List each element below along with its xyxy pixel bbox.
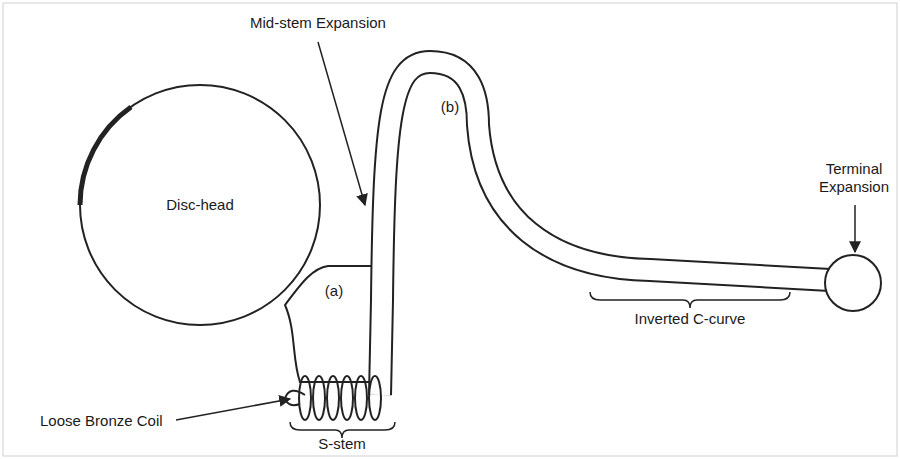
callout-label: Mid-stem Expansion (250, 14, 386, 32)
stem-outline (380, 62, 830, 395)
stem-body (380, 62, 830, 395)
coil-winding (355, 376, 367, 420)
brace (590, 292, 790, 308)
disc-dark-edge (80, 107, 131, 205)
coil-winding (327, 376, 339, 420)
part-label: Disc-head (166, 196, 234, 214)
leader-line (318, 42, 365, 205)
coil-winding (341, 376, 353, 420)
disc-head-outline (80, 85, 320, 325)
leader-line (854, 205, 856, 252)
part-letter: (a) (325, 282, 343, 300)
frame (3, 3, 897, 456)
brace-label: S-stem (318, 435, 366, 453)
callout-label: Loose Bronze Coil (40, 412, 163, 430)
terminal-ball (825, 255, 881, 311)
coil-winding (369, 376, 381, 420)
neck-flare (285, 266, 372, 382)
coil-winding (313, 376, 325, 420)
callout-label: Terminal Expansion (814, 160, 894, 196)
leader-line (176, 399, 290, 420)
bronze-coil (285, 376, 381, 420)
coil-winding (299, 376, 311, 420)
brace-label: Inverted C-curve (635, 310, 746, 328)
part-letter: (b) (441, 98, 459, 116)
coil-tail (285, 391, 305, 405)
